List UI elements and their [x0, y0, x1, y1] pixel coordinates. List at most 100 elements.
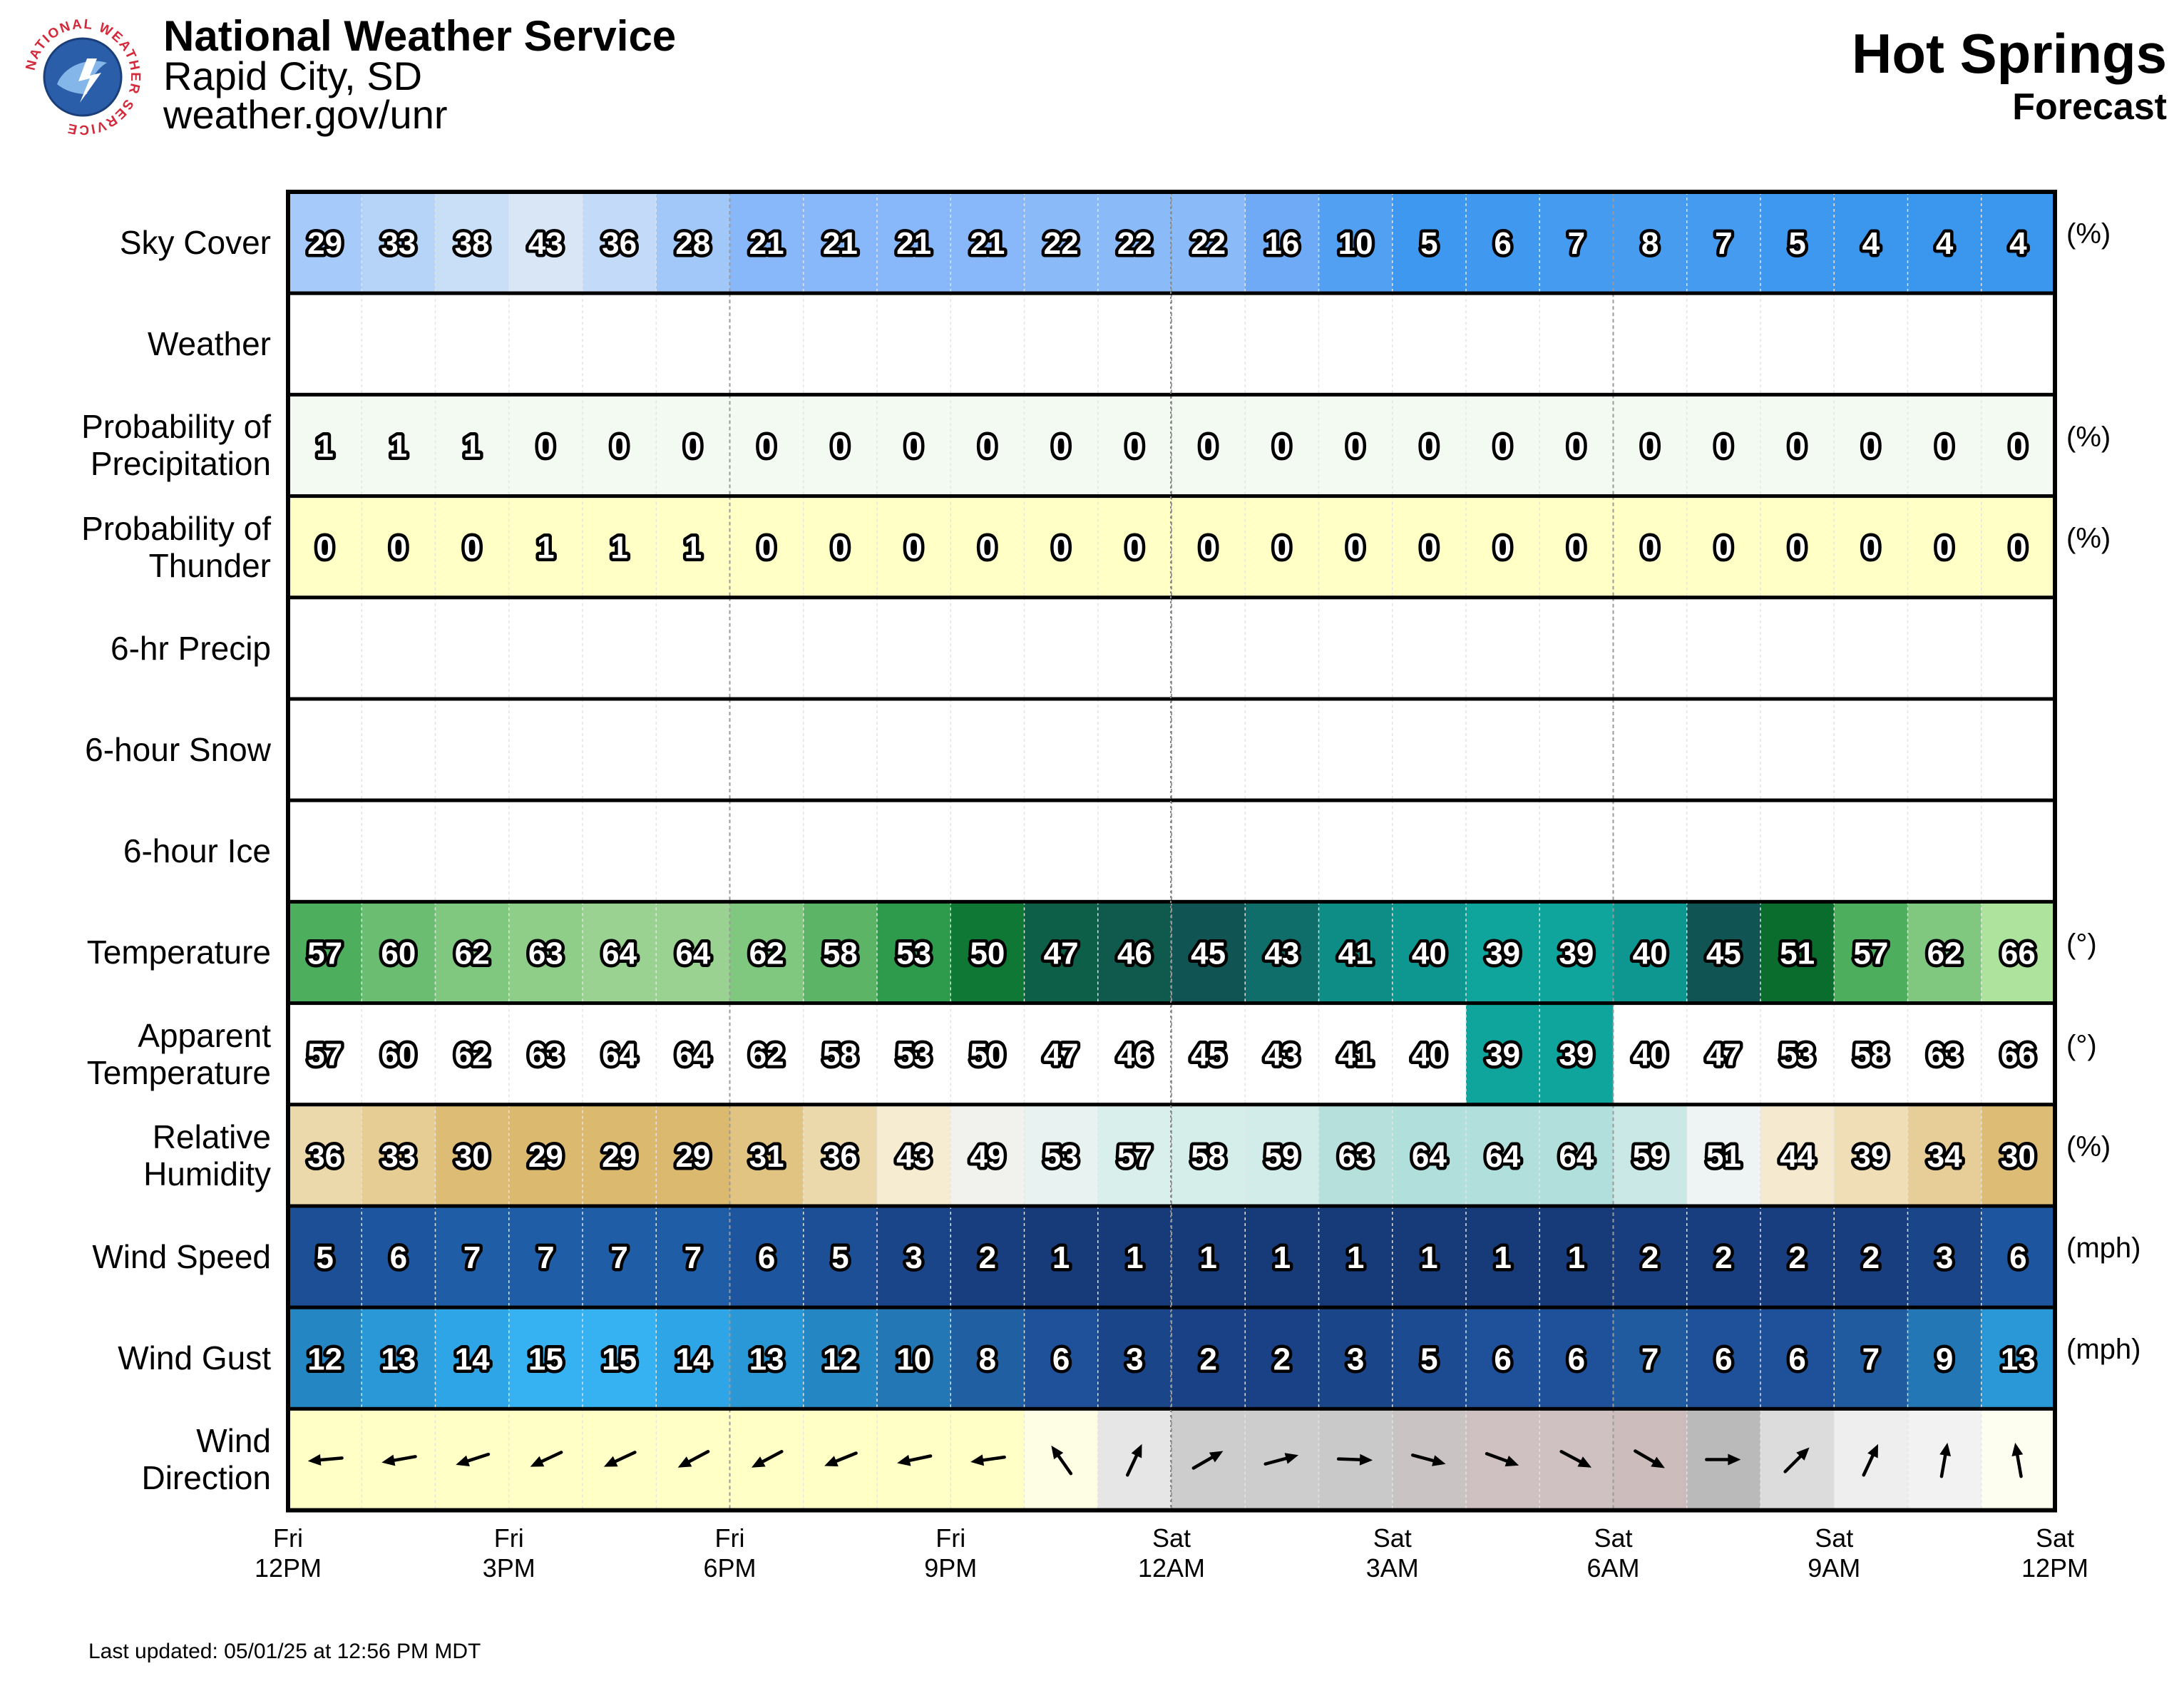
- value-temp-7: 58: [823, 936, 858, 971]
- cell-snow6-5: [656, 699, 731, 801]
- value-rh-15: 64: [1412, 1139, 1447, 1174]
- cell-wspd-5: [656, 1206, 731, 1308]
- cell-ice6-22: [1907, 800, 1982, 902]
- cell-gust-23: [1981, 1307, 2056, 1409]
- tick-time: 9PM: [924, 1553, 978, 1583]
- cell-pop-13: [1245, 394, 1320, 496]
- cell-wspd-8: [877, 1206, 951, 1308]
- value-gust-14: 3: [1347, 1342, 1364, 1376]
- wind-arrow-7: [824, 1451, 858, 1467]
- cell-pop-12: [1172, 394, 1246, 496]
- value-apparent-15: 40: [1412, 1038, 1447, 1073]
- value-wspd-3: 7: [537, 1240, 554, 1275]
- cell-pop-17: [1539, 394, 1614, 496]
- value-pop-7: 0: [831, 429, 849, 464]
- cell-pop-15: [1392, 394, 1467, 496]
- wind-arrow-18: [1634, 1449, 1665, 1468]
- value-pop-1: 1: [390, 429, 407, 464]
- cell-sky-10: [1024, 192, 1099, 294]
- value-temp-6: 62: [749, 936, 784, 971]
- cell-rh-7: [803, 1104, 878, 1206]
- cell-snow6-0: [288, 699, 362, 801]
- cell-rh-15: [1392, 1104, 1467, 1206]
- row-label-line: Thunder: [148, 546, 271, 584]
- cell-temp-10: [1024, 901, 1099, 1003]
- value-pop-5: 0: [685, 429, 702, 464]
- cell-pop-14: [1318, 394, 1393, 496]
- value-rh-7: 36: [823, 1139, 858, 1174]
- cell-rh-14: [1318, 1104, 1393, 1206]
- value-rh-3: 29: [528, 1139, 563, 1174]
- value-thunder-3: 1: [537, 531, 554, 566]
- cell-thunder-21: [1834, 496, 1909, 598]
- office-url[interactable]: weather.gov/unr: [163, 92, 448, 137]
- cell-apparent-5: [656, 1003, 731, 1105]
- value-pop-13: 0: [1273, 429, 1291, 464]
- value-temp-5: 64: [675, 936, 710, 971]
- tick-time: 12AM: [1137, 1553, 1206, 1583]
- row-label-temp: Temperature: [14, 901, 271, 1003]
- cell-sky-6: [729, 192, 804, 294]
- value-pop-17: 0: [1568, 429, 1585, 464]
- cell-precip6-2: [435, 597, 510, 699]
- cell-sky-13: [1245, 192, 1320, 294]
- cell-pop-6: [729, 394, 804, 496]
- cell-ice6-5: [656, 800, 731, 902]
- value-temp-2: 62: [455, 936, 490, 971]
- unit-sky: (%): [2066, 218, 2111, 250]
- value-sky-12: 22: [1191, 226, 1226, 261]
- tick-time: 6PM: [703, 1553, 757, 1583]
- value-thunder-4: 1: [610, 531, 627, 566]
- wind-arrow-4: [603, 1451, 637, 1467]
- cell-rh-18: [1613, 1104, 1688, 1206]
- cell-sky-14: [1318, 192, 1393, 294]
- cell-temp-18: [1613, 901, 1688, 1003]
- value-rh-20: 44: [1780, 1139, 1815, 1174]
- value-thunder-18: 0: [1641, 531, 1658, 566]
- cell-gust-7: [803, 1307, 878, 1409]
- value-temp-11: 46: [1117, 936, 1152, 971]
- office-name: Rapid City, SD: [163, 53, 423, 98]
- value-apparent-0: 57: [307, 1038, 342, 1073]
- value-sky-9: 21: [970, 226, 1005, 261]
- cell-sky-1: [362, 192, 436, 294]
- cell-apparent-15: [1392, 1003, 1467, 1105]
- cell-temp-20: [1760, 901, 1835, 1003]
- cell-rh-0: [288, 1104, 362, 1206]
- wind-arrow-22: [1939, 1442, 1952, 1478]
- cell-apparent-23: [1981, 1003, 2056, 1105]
- cell-apparent-21: [1834, 1003, 1909, 1105]
- value-gust-3: 15: [528, 1342, 563, 1376]
- cell-wspd-23: [1981, 1206, 2056, 1308]
- row-label-line: Wind Speed: [92, 1238, 271, 1276]
- value-wspd-1: 6: [390, 1240, 407, 1275]
- cell-apparent-0: [288, 1003, 362, 1105]
- cell-sky-15: [1392, 192, 1467, 294]
- nws-logo: NATIONAL WEATHER SERVICE: [23, 17, 143, 137]
- value-apparent-18: 40: [1633, 1038, 1668, 1073]
- value-thunder-15: 0: [1420, 531, 1437, 566]
- tick-time: 12PM: [2021, 1553, 2089, 1583]
- forecast-subtitle: Forecast: [2012, 86, 2167, 128]
- row-label-line: Wind: [196, 1422, 271, 1460]
- value-thunder-10: 0: [1052, 531, 1070, 566]
- row-label-snow6: 6-hour Snow: [14, 699, 271, 800]
- wind-arrow-19: [1705, 1453, 1741, 1466]
- value-temp-9: 50: [970, 936, 1005, 971]
- row-label-line: Temperature: [86, 1053, 271, 1091]
- row-wdir: [286, 1406, 2057, 1513]
- unit-thunder: (%): [2066, 522, 2111, 554]
- wind-arrow-21: [1862, 1444, 1879, 1477]
- cell-precip6-23: [1981, 597, 2056, 699]
- unit-apparent: (°): [2066, 1029, 2097, 1061]
- cell-temp-11: [1097, 901, 1172, 1003]
- value-rh-4: 29: [602, 1139, 637, 1174]
- value-apparent-4: 64: [602, 1038, 637, 1073]
- value-wspd-11: 1: [1126, 1240, 1143, 1275]
- tick-day: Fri: [714, 1523, 745, 1553]
- cell-rh-10: [1024, 1104, 1099, 1206]
